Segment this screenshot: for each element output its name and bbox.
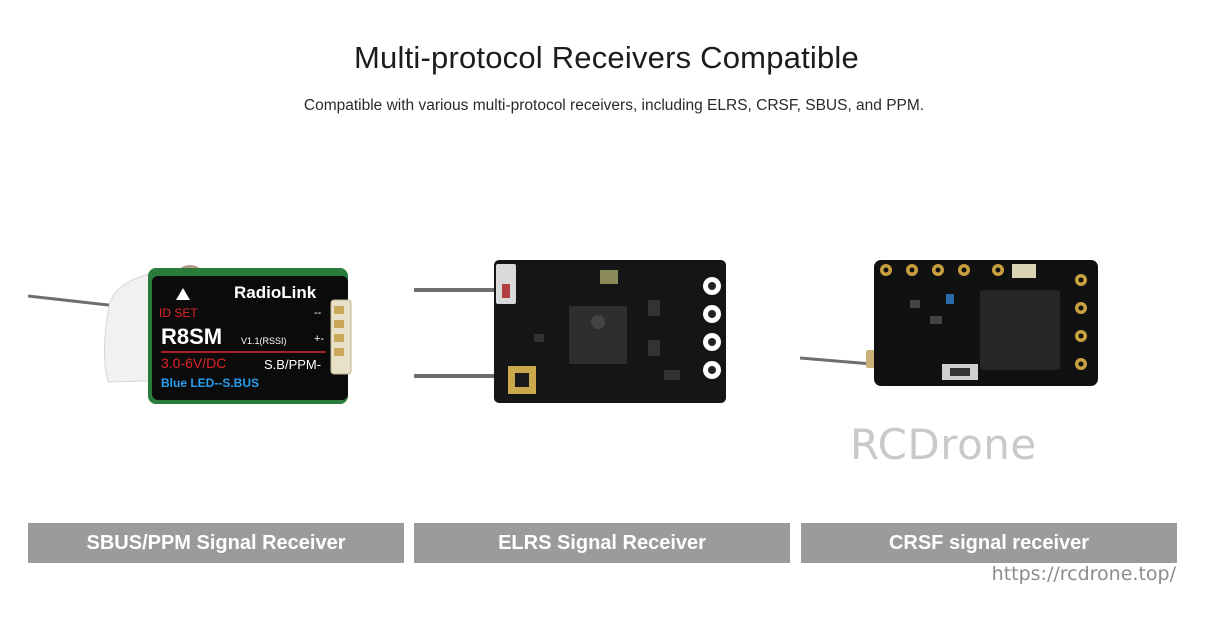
- page-subtitle: Compatible with various multi-protocol r…: [303, 97, 925, 114]
- watermark: RCDrone: [850, 420, 1037, 469]
- board-model-text: R8SM: [161, 324, 222, 349]
- board-port-text: S.B/PPM-: [264, 357, 321, 372]
- product-image-crsf-receiver: [800, 240, 1180, 420]
- board-voltage-text: 3.0-6V/DC: [161, 355, 226, 371]
- board-pin2-text: +-: [314, 333, 324, 345]
- board-id-text: ID SET: [159, 306, 198, 320]
- caption-elrs-receiver: ELRS Signal Receiver: [414, 523, 790, 563]
- caption-crsf-receiver: CRSF signal receiver: [801, 523, 1177, 563]
- board-pin1-text: --: [314, 307, 322, 319]
- product-image-elrs-receiver: [414, 240, 794, 420]
- source-url: https://rcdrone.top/: [991, 563, 1176, 585]
- product-image-sbus-receiver: RadioLink ID SET -- R8SM V1.1(RSSI) +- 3…: [28, 240, 408, 420]
- board-brand-text: RadioLink: [234, 283, 317, 302]
- board-version-text: V1.1(RSSI): [241, 336, 287, 346]
- caption-sbus-receiver: SBUS/PPM Signal Receiver: [28, 523, 404, 563]
- board-led-text: Blue LED--S.BUS: [161, 376, 259, 390]
- page-title: Multi-protocol Receivers Compatible: [354, 40, 859, 75]
